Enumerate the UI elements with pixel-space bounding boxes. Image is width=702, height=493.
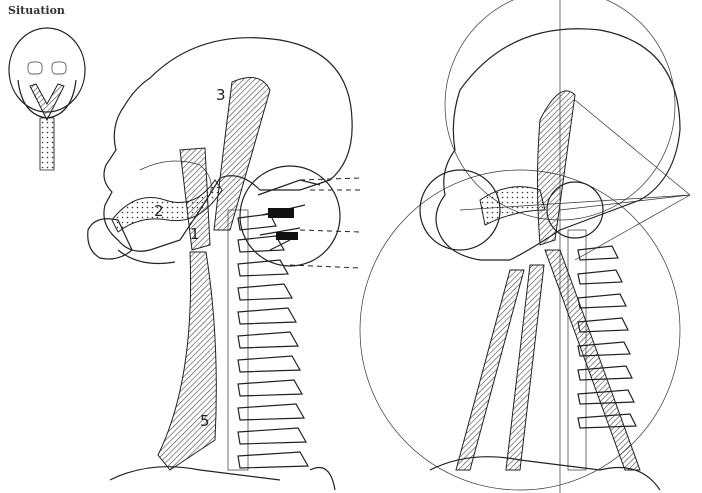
right-head-construction bbox=[360, 0, 690, 493]
label-1: 1 bbox=[190, 225, 200, 243]
left-skull-profile bbox=[88, 38, 352, 264]
situation-thumbnail bbox=[9, 28, 85, 170]
left-neck bbox=[110, 210, 335, 490]
label-3: 3 bbox=[216, 86, 226, 104]
label-2: 2 bbox=[154, 202, 164, 220]
label-5: 5 bbox=[200, 412, 210, 430]
left-spine bbox=[228, 210, 308, 470]
situation-label: Situation bbox=[8, 4, 65, 17]
suboccipital-detail bbox=[240, 166, 360, 268]
